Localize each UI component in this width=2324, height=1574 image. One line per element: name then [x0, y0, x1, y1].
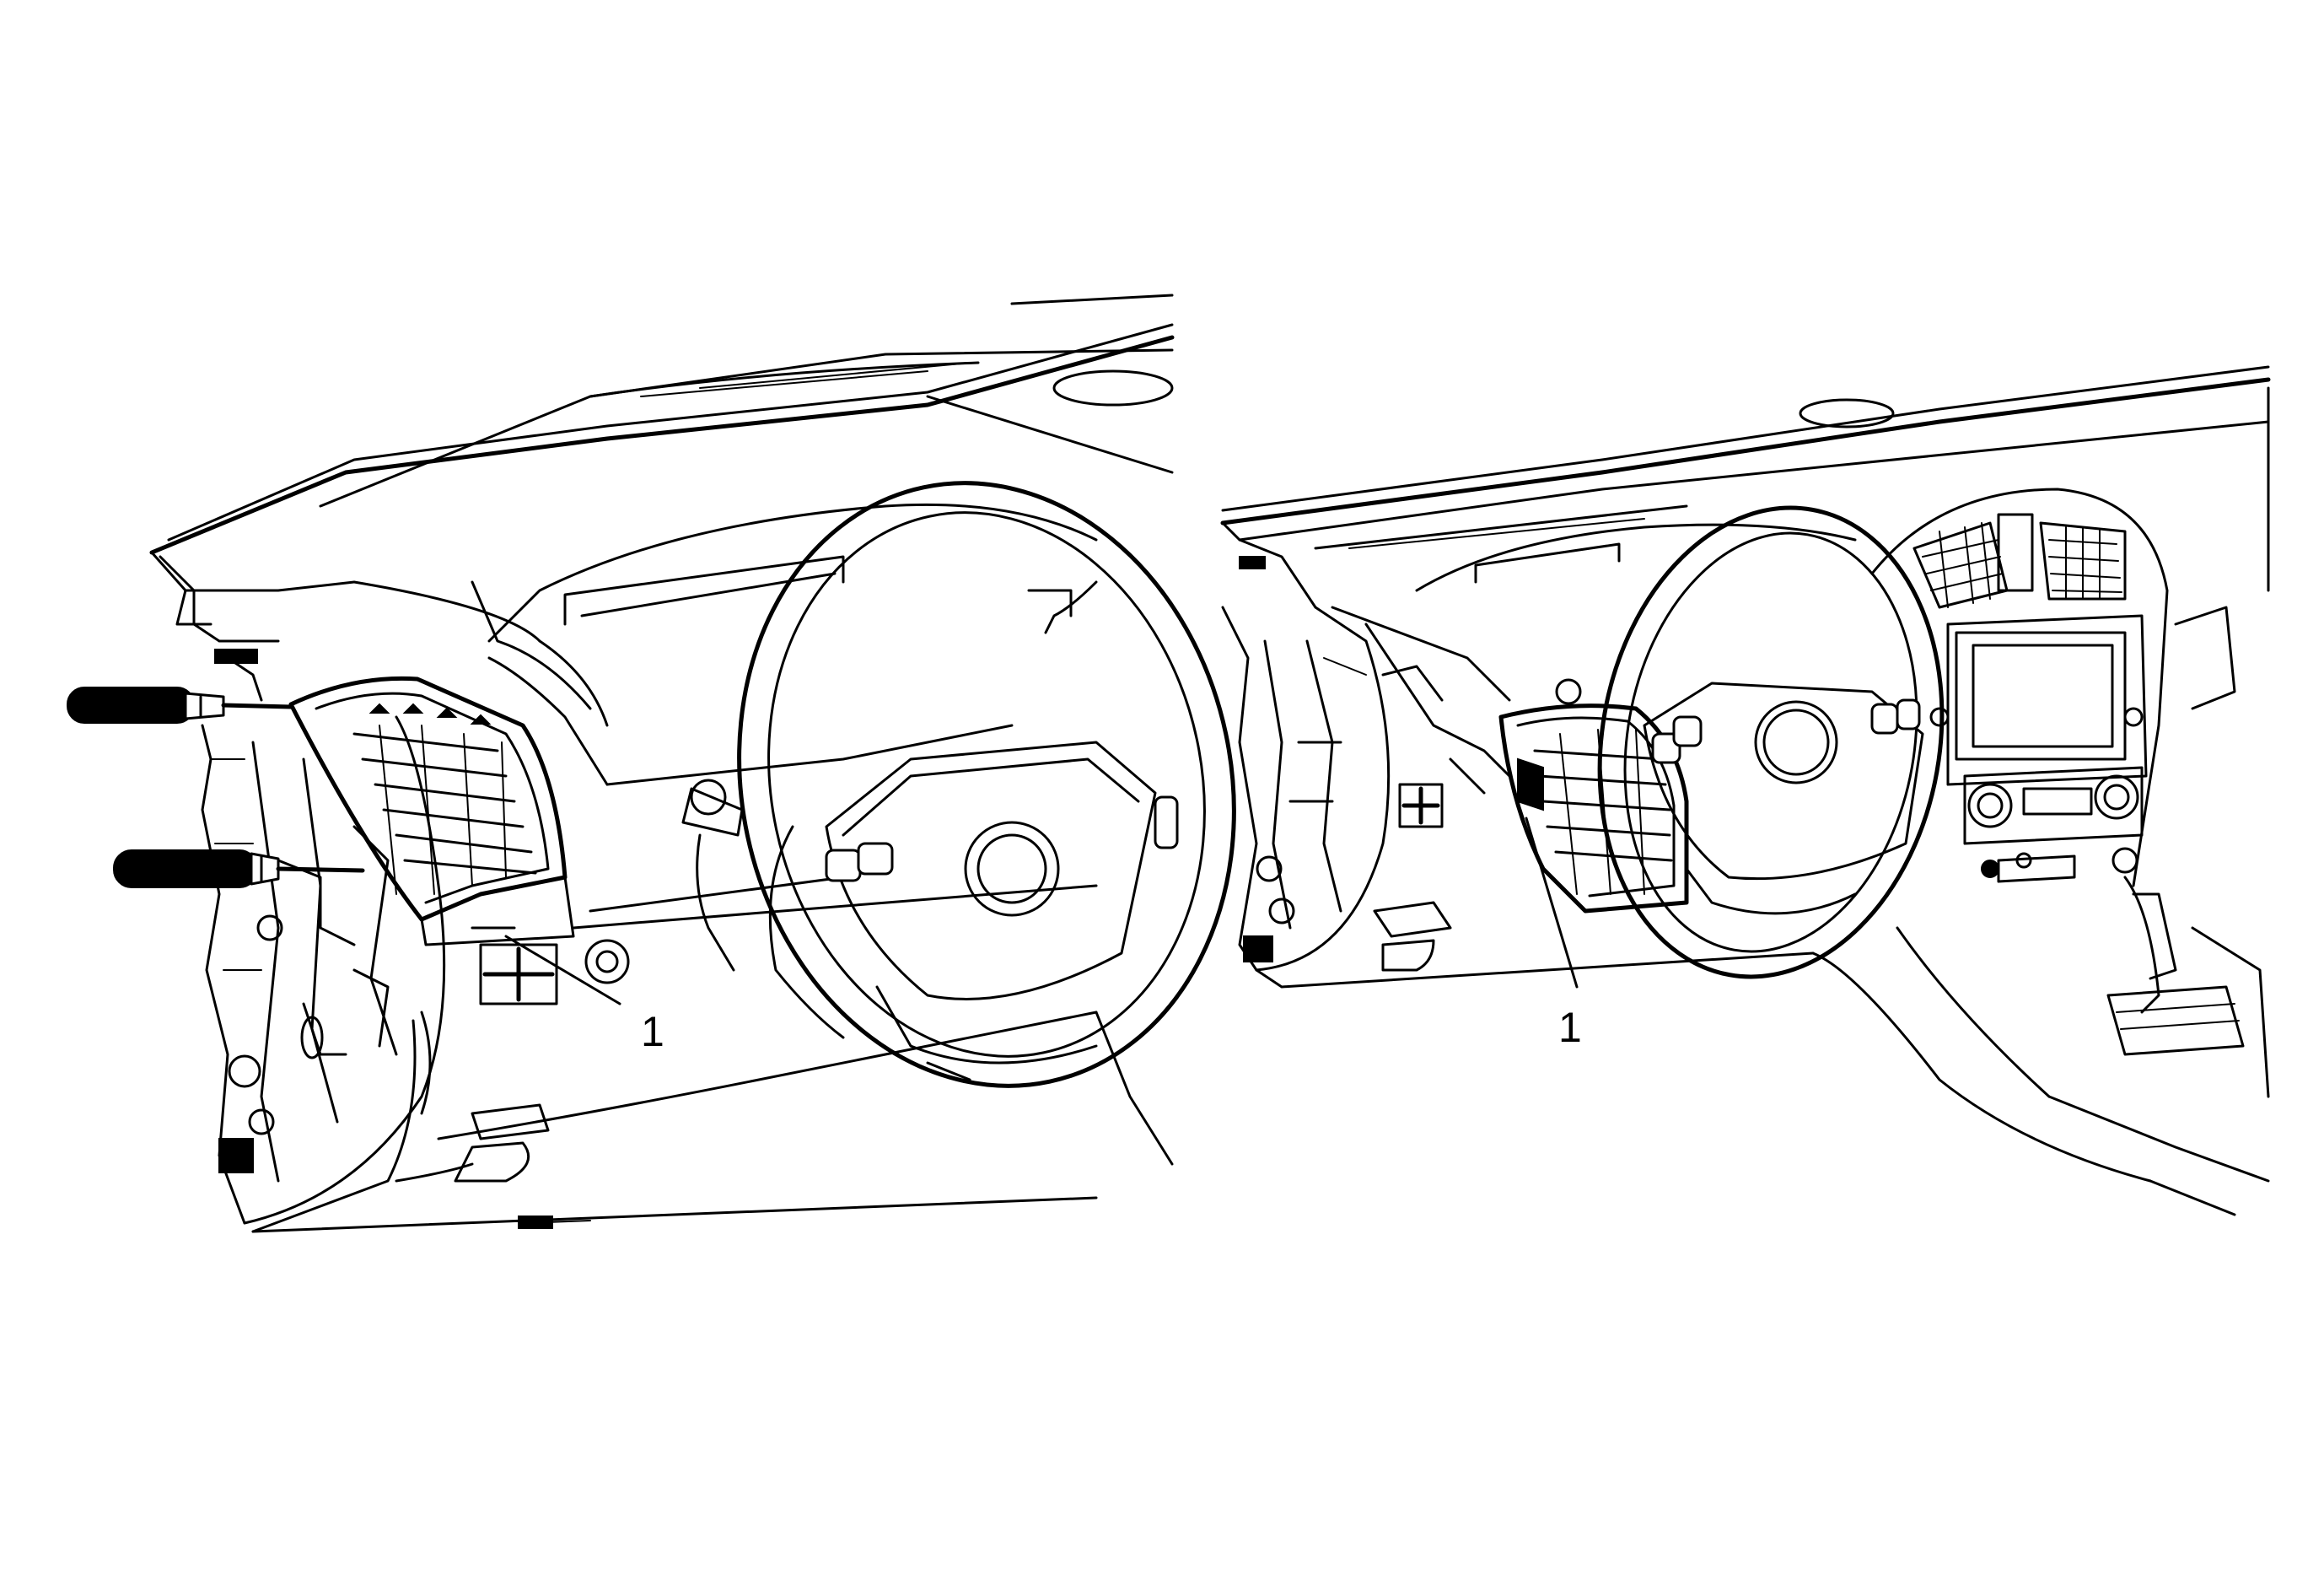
left-cluster-hood — [487, 503, 1098, 643]
left-callout-label: 1 — [641, 1008, 664, 1055]
right-panel-illustration: 1 — [1220, 365, 2271, 1216]
left-callout-number: 1 — [641, 1008, 664, 1055]
left-lower-dash — [251, 580, 1174, 1233]
right-frame-lines — [1331, 606, 1511, 828]
right-cluster-hood — [1415, 523, 1857, 592]
left-pillar-lines — [926, 294, 1174, 474]
right-callout-label: 1 — [1558, 1004, 1582, 1051]
right-lower-dash — [1255, 901, 2270, 1216]
lower-trim-tool — [113, 849, 365, 888]
left-air-outlet — [288, 676, 575, 946]
right-dashboard-top — [1220, 365, 2271, 609]
right-callout-number: 1 — [1558, 1004, 1582, 1051]
left-dashboard-top — [149, 323, 1175, 643]
left-callout-leader — [504, 935, 621, 1005]
left-steering-wheel — [681, 481, 1236, 1088]
right-steering-wheel — [1555, 505, 1945, 979]
right-center-stack — [1870, 386, 2270, 1098]
right-callout-leader — [1525, 817, 1579, 989]
upper-trim-tool — [67, 687, 293, 724]
right-end-panel — [1221, 556, 1391, 972]
left-panel-illustration: 1 — [67, 294, 1236, 1233]
